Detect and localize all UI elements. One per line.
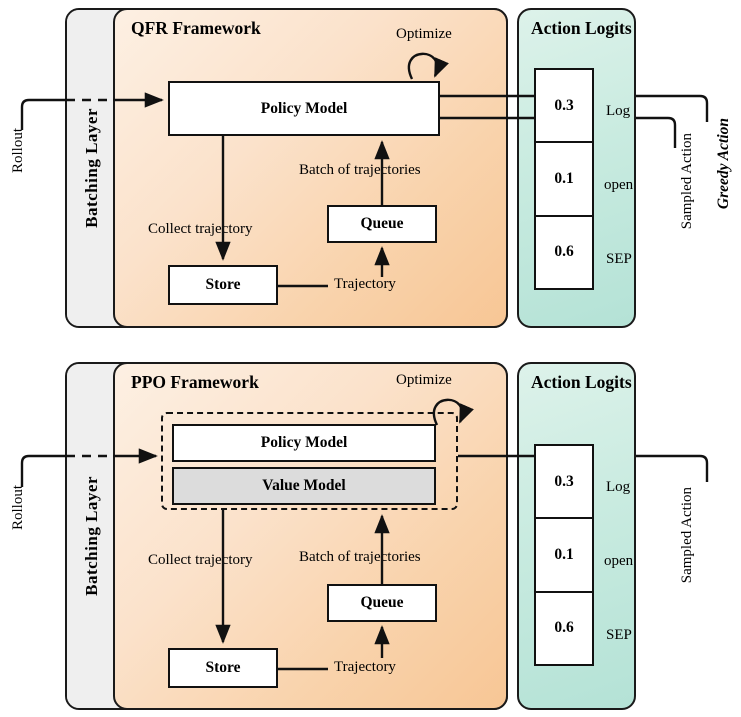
ppo-framework-title: PPO Framework — [131, 372, 259, 392]
ppo-trajectory-label: Trajectory — [334, 659, 396, 675]
ppo-value-model-box[interactable]: Value Model — [172, 467, 436, 505]
ppo-policy-model-label: Policy Model — [260, 434, 348, 451]
qfr-logit-value-2: 0.6 — [554, 243, 574, 261]
ppo-logit-value-2: 0.6 — [554, 619, 574, 637]
qfr-trajectory-label: Trajectory — [334, 276, 396, 292]
qfr-optimize-label: Optimize — [396, 26, 452, 42]
qfr-store-label: Store — [205, 276, 241, 293]
qfr-greedy-action-label: Greedy Action — [715, 118, 732, 210]
qfr-queue-box[interactable]: Queue — [327, 205, 437, 243]
ppo-logit-value-1: 0.1 — [536, 519, 592, 593]
ppo-batching-layer-label: Batching Layer — [82, 476, 101, 596]
ppo-policy-model-box[interactable]: Policy Model — [172, 424, 436, 462]
ppo-optimize-label: Optimize — [396, 372, 452, 388]
ppo-store-box[interactable]: Store — [168, 648, 278, 688]
qfr-logit-token-2: SEP — [606, 251, 632, 267]
qfr-batching-layer: Batching Layer — [67, 10, 117, 326]
qfr-queue-label: Queue — [360, 215, 404, 232]
ppo-logit-token-2: SEP — [606, 627, 632, 643]
ppo-batch-of-trajectories-label: Batch of trajectories — [299, 549, 421, 565]
ppo-logit-table: 0.3 0.1 0.6 — [534, 444, 594, 666]
qfr-logit-table: 0.3 0.1 0.6 — [534, 68, 594, 290]
ppo-logit-value-0: 0.3 — [536, 446, 592, 520]
ppo-queue-label: Queue — [360, 594, 404, 611]
ppo-logit-token-1: open — [604, 553, 634, 569]
qfr-logit-token-1: open — [604, 177, 634, 193]
ppo-actor-critic-group — [161, 412, 458, 510]
ppo-value-model-label: Value Model — [262, 477, 346, 494]
ppo-logit-token-0: Log — [606, 479, 631, 495]
qfr-action-logits-title: Action Logits — [531, 18, 632, 38]
ppo-action-logits-title: Action Logits — [531, 372, 632, 392]
qfr-policy-model-box[interactable]: Policy Model — [168, 81, 440, 136]
qfr-framework-title: QFR Framework — [131, 18, 261, 38]
qfr-collect-trajectory-label: Collect trajectory — [148, 221, 253, 237]
ppo-store-label: Store — [205, 659, 241, 676]
qfr-rollout-label: Rollout — [10, 128, 26, 174]
qfr-policy-model-label: Policy Model — [260, 99, 348, 117]
qfr-batching-layer-label: Batching Layer — [82, 108, 101, 228]
ppo-queue-box[interactable]: Queue — [327, 584, 437, 622]
qfr-logit-token-0: Log — [606, 103, 631, 119]
ppo-collect-trajectory-label: Collect trajectory — [148, 552, 253, 568]
ppo-logits-output-wire — [636, 454, 709, 482]
qfr-batch-of-trajectories-label: Batch of trajectories — [299, 162, 421, 178]
qfr-logits-output-wires — [636, 94, 709, 148]
qfr-sampled-action-label: Sampled Action — [679, 133, 695, 230]
qfr-store-box[interactable]: Store — [168, 265, 278, 305]
ppo-batching-layer: Batching Layer — [67, 364, 117, 708]
qfr-logit-value-1: 0.1 — [536, 143, 592, 217]
ppo-sampled-action-label: Sampled Action — [679, 487, 695, 584]
qfr-logit-value-0: 0.3 — [536, 70, 592, 144]
ppo-rollout-label: Rollout — [10, 485, 26, 531]
